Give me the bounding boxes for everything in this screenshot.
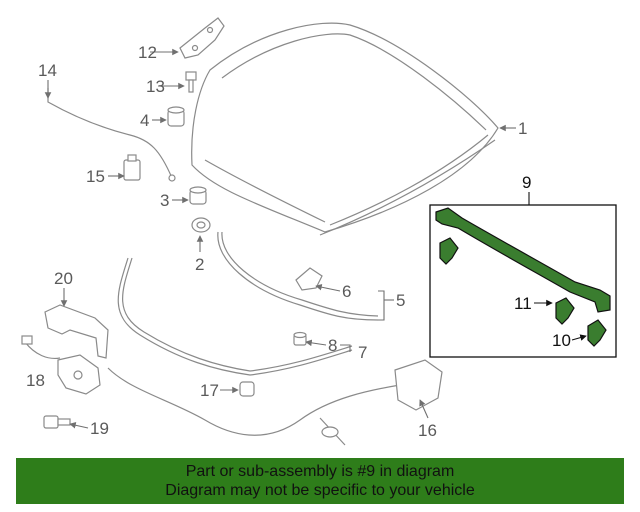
bolt-part [185, 71, 197, 93]
parts-diagram: 1 2 3 4 5 6 7 8 9 10 11 12 13 14 15 16 1… [21, 17, 617, 446]
callout-18: 18 [26, 371, 45, 390]
hood-seal-part [217, 231, 379, 321]
callout-8: 8 [328, 336, 337, 355]
hood-rod-bar-highlight [435, 207, 611, 313]
clip-11-highlight [555, 297, 575, 325]
rod-holder-part [123, 154, 141, 181]
grommet-part [191, 217, 211, 233]
hinge-part [179, 17, 225, 59]
callout-11: 11 [514, 294, 532, 313]
clip-left-highlight [439, 237, 459, 265]
hood-part [191, 22, 499, 236]
callout-12: 12 [138, 43, 157, 62]
callout-4: 4 [140, 111, 149, 130]
latch-cover-part [44, 304, 109, 359]
callout-6: 6 [342, 282, 351, 301]
clip-10-highlight [587, 319, 607, 347]
disclaimer-banner: Part or sub-assembly is #9 in diagram Di… [16, 458, 624, 504]
callout-15: 15 [86, 167, 105, 186]
clip-part [293, 331, 307, 346]
callout-16: 16 [418, 421, 437, 440]
bumper-stop-part [167, 106, 185, 127]
callout-7: 7 [358, 343, 367, 362]
latch-bolt-part [43, 415, 71, 429]
disclaimer-line-1: Part or sub-assembly is #9 in diagram [185, 463, 455, 480]
cable-clip-part [239, 381, 255, 397]
callout-2: 2 [195, 255, 204, 274]
front-seal-part [117, 257, 353, 376]
callout-1: 1 [518, 119, 527, 138]
callout-10: 10 [552, 331, 571, 350]
release-cable-part [107, 359, 443, 446]
callout-3: 3 [160, 191, 169, 210]
latch-part [21, 335, 101, 395]
bushing-part [189, 186, 207, 205]
callout-5: 5 [396, 291, 405, 310]
leader-lines [44, 48, 587, 429]
callout-13: 13 [146, 77, 165, 96]
callout-19: 19 [90, 419, 109, 438]
callout-9: 9 [522, 173, 531, 192]
support-rod-part [47, 88, 176, 182]
disclaimer-line-2: Diagram may not be specific to your vehi… [165, 482, 475, 499]
callout-17: 17 [200, 381, 219, 400]
callout-20: 20 [54, 269, 73, 288]
part-9-highlight-box [429, 204, 617, 358]
callout-14: 14 [38, 61, 57, 80]
